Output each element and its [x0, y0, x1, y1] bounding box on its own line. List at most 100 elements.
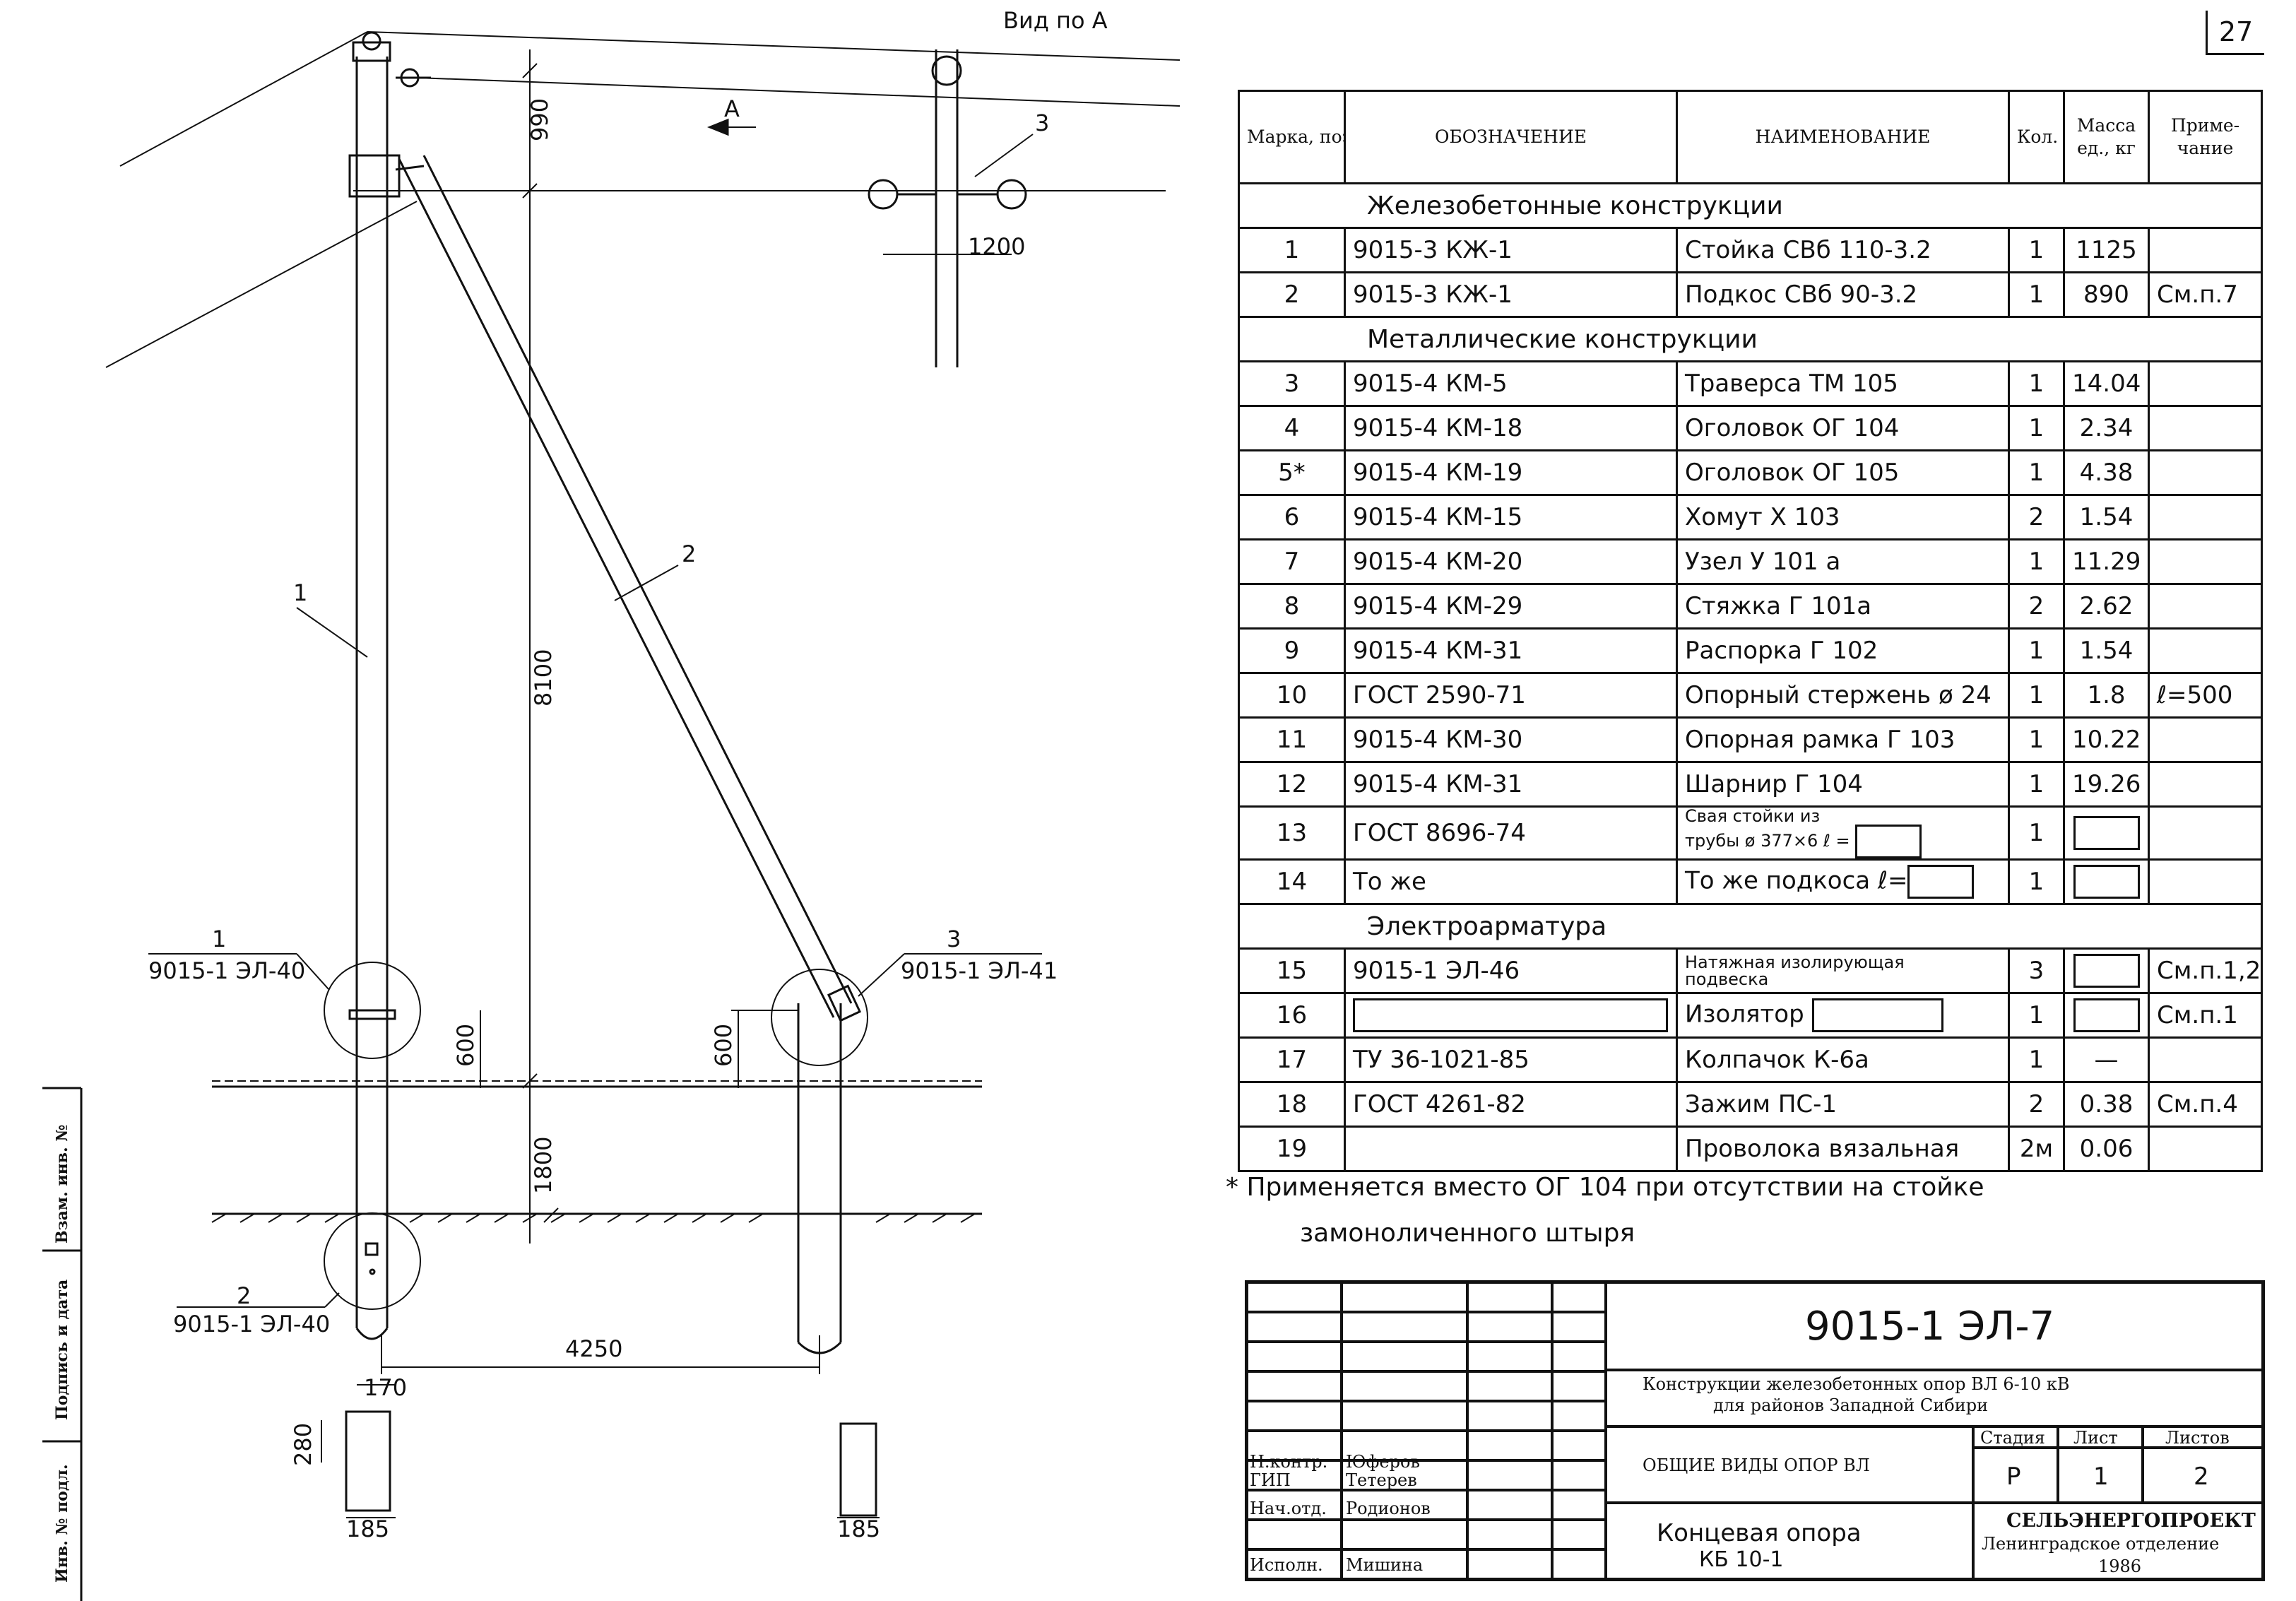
- dim-1800: 1800: [530, 1137, 557, 1194]
- cell-name: То же подкоса ℓ=: [1676, 858, 2010, 905]
- cell-pos: 5*: [1238, 449, 1346, 496]
- blank-box: [1811, 998, 1943, 1032]
- section-title: Электроарматура: [1238, 903, 2263, 950]
- subject2: для районов Западной Сибири: [1713, 1395, 1989, 1415]
- table-row: 14 То же То же подкоса ℓ= 1: [1238, 858, 2263, 905]
- cell-note: См.п.7: [2148, 271, 2263, 318]
- page-number: 27: [2206, 11, 2264, 55]
- cell-note: [2148, 227, 2263, 273]
- blank-box: [1855, 825, 1922, 858]
- cell-code: ГОСТ 8696-74: [1344, 805, 1678, 861]
- cell-qty: 2: [2008, 1081, 2065, 1128]
- cell-note: [2148, 538, 2263, 585]
- cell-mass: —: [2063, 1036, 2150, 1083]
- specification-table: Марка, поз. ОБОЗНАЧЕНИЕ НАИМЕНОВАНИЕ Кол…: [1238, 90, 2263, 1172]
- node1-number: 1: [212, 926, 226, 952]
- cell-mass: [2063, 858, 2150, 905]
- section-right: [839, 1422, 877, 1517]
- cell-name: Опорная рамка Г 103: [1676, 716, 2010, 763]
- cell-note: [2148, 494, 2263, 540]
- table-header-row: Марка, поз. ОБОЗНАЧЕНИЕ НАИМЕНОВАНИЕ Кол…: [1238, 90, 2263, 184]
- cell-pos: 7: [1238, 538, 1346, 585]
- cell-name: Стяжка Г 101а: [1676, 583, 2010, 630]
- cell-pos: 19: [1238, 1126, 1346, 1172]
- cell-name: Опорный стержень ø 24: [1676, 672, 2010, 719]
- col-header: НАИМЕНОВАНИЕ: [1676, 90, 2010, 184]
- cell-qty: 1: [2008, 449, 2065, 496]
- sheets-header: Листов: [2165, 1428, 2230, 1448]
- blank-box: [2073, 954, 2140, 988]
- cell-pos: 16: [1238, 992, 1346, 1039]
- section-title: Железобетонные конструкции: [1238, 182, 2263, 229]
- cell-pos: 2: [1238, 271, 1346, 318]
- footnote-line2: замоноличенного штыря: [1300, 1219, 1635, 1248]
- margin-sign: Подпись и дата: [53, 1280, 71, 1420]
- cell-pos: 10: [1238, 672, 1346, 719]
- name-yuferov: Юферов: [1346, 1452, 1420, 1472]
- cell-name: Оголовок ОГ 105: [1676, 449, 2010, 496]
- stage-header: Стадия: [1980, 1428, 2045, 1448]
- view-a: [868, 49, 1034, 367]
- blank-box: [2073, 998, 2140, 1032]
- cell-pos: 9: [1238, 627, 1346, 674]
- sheet-title: ОБЩИЕ ВИДЫ ОПОР ВЛ: [1643, 1455, 1870, 1475]
- cell-pos: 14: [1238, 858, 1346, 905]
- cell-qty: 1: [2008, 405, 2065, 451]
- view-a-label: Вид по А: [1003, 7, 1108, 34]
- name-mishina: Мишина: [1346, 1555, 1424, 1575]
- table-row: 19 Проволока вязальная 2м 0.06: [1238, 1126, 2263, 1172]
- dim-170: 170: [364, 1374, 407, 1401]
- cell-note: [2148, 627, 2263, 674]
- cell-qty: 1: [2008, 992, 2065, 1039]
- cell-pos: 1: [1238, 227, 1346, 273]
- footnote-line1: * Применяется вместо ОГ 104 при отсутств…: [1226, 1173, 1984, 1202]
- cell-mass: 1.54: [2063, 494, 2150, 540]
- margin-inv: Инв. № подл.: [53, 1464, 71, 1583]
- cell-mass: 890: [2063, 271, 2150, 318]
- cell-pos: 17: [1238, 1036, 1346, 1083]
- cell-qty: 1: [2008, 805, 2065, 861]
- cell-mass: 1.54: [2063, 627, 2150, 674]
- cell-note: [2148, 716, 2263, 763]
- cell-name: Узел У 101 а: [1676, 538, 2010, 585]
- role-nkontr: Н.контр.: [1250, 1452, 1328, 1472]
- blank-box: [1907, 865, 1975, 899]
- cell-qty: 1: [2008, 858, 2065, 905]
- node1-ref: 9015-1 ЭЛ-40: [148, 957, 305, 984]
- cell-code: 9015-4 КМ-18: [1344, 405, 1678, 451]
- cell-name: Шарнир Г 104: [1676, 761, 2010, 808]
- cell-note: [2148, 761, 2263, 808]
- blank-box: [2073, 865, 2140, 899]
- table-row: 16 Изолятор 1 См.п.1: [1238, 992, 2263, 1039]
- col-header: ОБОЗНАЧЕНИЕ: [1344, 90, 1678, 184]
- blank-box: [1353, 998, 1668, 1032]
- cell-code: 9015-4 КМ-30: [1344, 716, 1678, 763]
- cell-code: 9015-4 КМ-19: [1344, 449, 1678, 496]
- strut: [395, 155, 853, 1018]
- cell-pos: 13: [1238, 805, 1346, 861]
- dim-990: 990: [526, 98, 553, 141]
- name-teterev: Тетерев: [1346, 1470, 1417, 1490]
- cell-mass: 2.62: [2063, 583, 2150, 630]
- cell-pos: 8: [1238, 583, 1346, 630]
- subject: Конструкции железобетонных опор ВЛ 6-10 …: [1643, 1374, 2070, 1394]
- cell-pos: 3: [1238, 360, 1346, 407]
- cell-qty: 1: [2008, 672, 2065, 719]
- node2-number: 2: [237, 1282, 251, 1309]
- margin-replace: Взам. инв. №: [53, 1125, 71, 1243]
- dim-600-right: 600: [710, 1024, 737, 1067]
- cell-mass: 14.04: [2063, 360, 2150, 407]
- org-name: СЕЛЬЭНЕРГОПРОЕКТ: [2006, 1510, 2256, 1532]
- sheets-value: 2: [2194, 1463, 2209, 1491]
- cell-code: 9015-3 КЖ-1: [1344, 271, 1678, 318]
- cell-code: 9015-4 КМ-20: [1344, 538, 1678, 585]
